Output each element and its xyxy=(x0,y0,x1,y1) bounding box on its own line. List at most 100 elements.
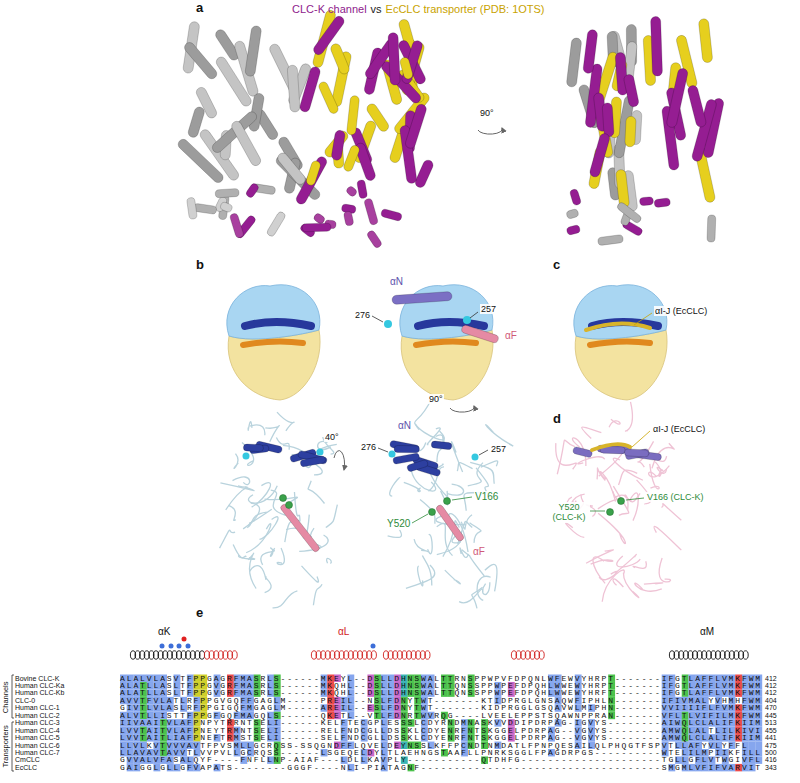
helix-cylinder xyxy=(219,201,233,213)
rotation-label: 90° xyxy=(480,108,494,118)
helix-cylinder xyxy=(651,16,663,76)
sequence-name: CLC-0 xyxy=(15,697,35,704)
protein-ribbon xyxy=(273,591,298,608)
sequence: LVVTAITVLAFPNEYTRMNTSELI------RELFNDCGLL… xyxy=(120,727,762,734)
helix-cylinder xyxy=(393,453,420,465)
residue-number: 470 xyxy=(765,704,777,711)
panel-letter: a xyxy=(196,1,203,16)
helix-cylinder xyxy=(300,456,326,468)
marker-dot xyxy=(182,637,187,642)
leader-line xyxy=(590,511,605,512)
protein-ribbon xyxy=(228,505,235,520)
protein-ribbon xyxy=(599,446,625,476)
residue-number: 412 xyxy=(765,682,777,689)
protein-ribbon xyxy=(459,589,483,603)
helix-coil xyxy=(425,651,430,659)
helix-cylinder xyxy=(279,503,320,553)
sequence-name: Bovine CLC-K xyxy=(15,675,59,682)
legend-text: CLC-K channel xyxy=(292,3,367,16)
rotation-arrows xyxy=(334,128,502,470)
residue-sphere xyxy=(618,498,625,505)
leader-line xyxy=(632,431,650,447)
marker-dot xyxy=(371,644,376,649)
protein-ribbon xyxy=(615,554,636,573)
helix-cylinder xyxy=(186,197,197,219)
protein-ribbon xyxy=(586,550,613,563)
marker-dot xyxy=(169,644,174,649)
sequence-name: Human CLC-3 xyxy=(15,719,60,726)
helix-cylinder xyxy=(388,32,400,85)
residue-sphere xyxy=(389,451,396,458)
protein-ribbon xyxy=(313,584,322,605)
helix-cylinder xyxy=(380,208,402,221)
sequence: GIVTLVLASLRFPPGIGQFMGAGLM-----AREIL--ESL… xyxy=(120,704,762,711)
helix-overlay xyxy=(586,323,650,330)
helix-cylinder xyxy=(305,160,321,187)
helix-cylinder xyxy=(583,29,598,74)
leader-line xyxy=(372,316,383,322)
helix-cylinder xyxy=(183,40,219,80)
helix-cylinder xyxy=(266,211,287,238)
leader-line xyxy=(470,312,478,318)
residue-shade xyxy=(755,742,762,749)
legend-text: EcCLC transporter (PDB: 1OTS) xyxy=(386,3,545,16)
interface-band xyxy=(416,341,476,345)
sequence-name: CmCLC xyxy=(15,756,40,763)
protein-ribbon xyxy=(661,504,681,521)
interface-band xyxy=(245,322,311,326)
helix-cylinder xyxy=(331,130,346,161)
protein-ribbon xyxy=(248,553,256,588)
sequence: IIVAAITVLAFPNPYTRRNTSELI------KELFTECGPL… xyxy=(120,719,762,726)
sequence-name: Human CLC-6 xyxy=(15,742,60,749)
helix-cylinder xyxy=(295,155,329,206)
protein-ribbon xyxy=(654,526,681,550)
protein-ribbon xyxy=(626,402,633,431)
residue-number: 404 xyxy=(765,697,777,704)
panel-letter: b xyxy=(196,258,204,273)
helix-cylinder xyxy=(357,180,368,199)
residue-number: 343 xyxy=(765,764,777,771)
residue-number: 500 xyxy=(765,749,777,756)
protein-ribbon xyxy=(485,564,497,591)
protein-ribbon xyxy=(250,425,265,435)
residue-sphere xyxy=(317,449,324,456)
helix-cylinder xyxy=(566,37,582,87)
residue-sphere xyxy=(429,509,436,516)
residue-number: 513 xyxy=(765,719,777,726)
helix-label: αF xyxy=(472,546,486,558)
bracket xyxy=(12,675,14,676)
residue-number: 276 xyxy=(360,442,377,452)
residue-label: V166 xyxy=(474,491,499,503)
protein-ribbon xyxy=(220,530,236,548)
protein-ribbon xyxy=(445,570,461,584)
residue-number: 257 xyxy=(480,304,497,314)
sequence-name: Human CLC-7 xyxy=(15,749,60,756)
helix-coil xyxy=(371,651,376,659)
protein-ribbon xyxy=(470,523,481,543)
helix-label: αI-J (EcCLC) xyxy=(654,306,708,316)
protein-ribbon xyxy=(582,427,602,438)
helix-cylinder xyxy=(397,39,427,86)
marker-dot xyxy=(186,644,191,649)
sequence: ALATLLASLTFPPGVGRFMASRLS------MKQHL--DSL… xyxy=(120,689,762,696)
helix-cylinder xyxy=(431,441,452,450)
rotation-arrow xyxy=(478,128,502,134)
helix-label: αK xyxy=(158,626,170,638)
helix-cylinder xyxy=(404,103,427,150)
protein-ribbon xyxy=(301,566,318,582)
rotation-label: 40° xyxy=(324,432,340,442)
sequence-name: Human CLC-4 xyxy=(15,727,60,734)
helix-cylinder xyxy=(566,225,581,236)
group-brackets xyxy=(12,675,14,771)
protein-ribbon xyxy=(420,500,435,524)
residue-number: 276 xyxy=(354,310,371,320)
rotation-label: 90° xyxy=(428,394,444,404)
helix-cylinder xyxy=(287,65,300,112)
helix-cylinder xyxy=(345,185,358,198)
helix-cylinder xyxy=(214,55,253,108)
surface-upper xyxy=(227,285,320,339)
leader-line xyxy=(479,450,488,455)
residue-sphere xyxy=(463,316,471,324)
bracket xyxy=(12,722,14,723)
residue-number: 455 xyxy=(765,727,777,734)
